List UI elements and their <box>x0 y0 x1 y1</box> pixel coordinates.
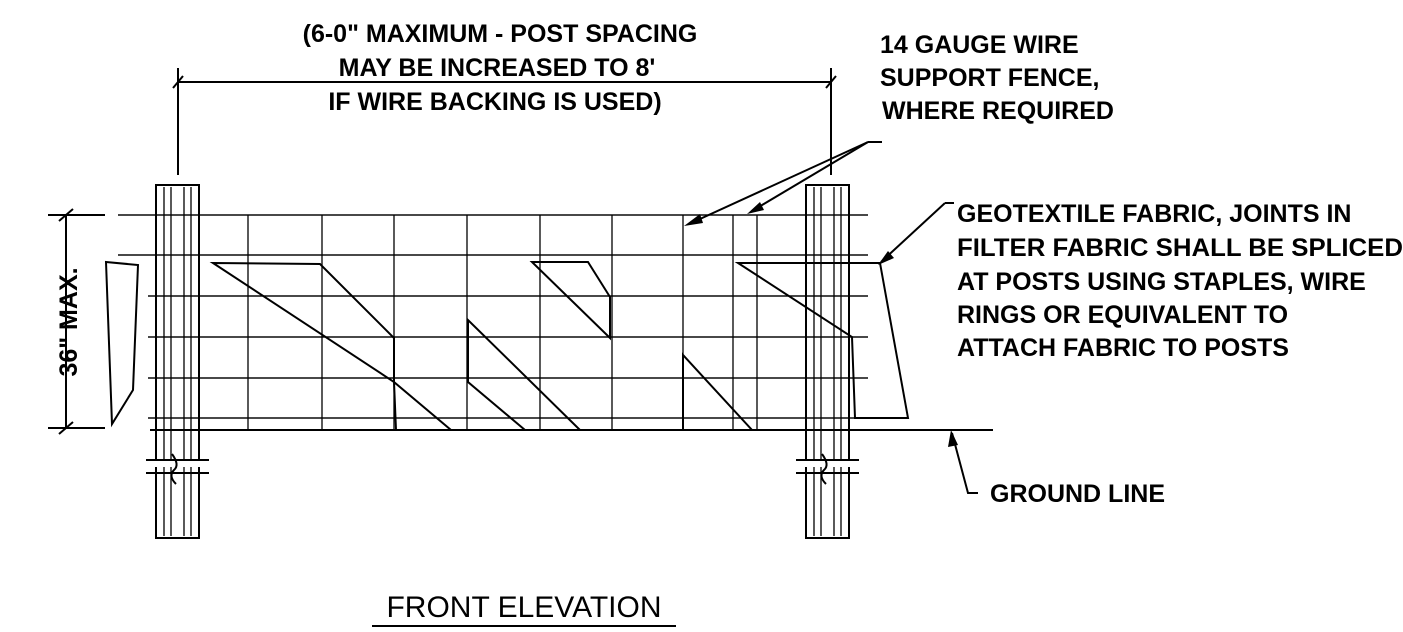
svg-text:WHERE REQUIRED: WHERE REQUIRED <box>882 97 1114 125</box>
fabric-leader <box>878 202 954 265</box>
post-spacing-dimension <box>172 68 837 175</box>
svg-text:IF WIRE BACKING IS USED): IF WIRE BACKING IS USED) <box>328 88 661 116</box>
svg-text:(6-0" MAXIMUM - POST SPACING: (6-0" MAXIMUM - POST SPACING <box>303 20 698 48</box>
fabric-patch <box>104 260 140 428</box>
svg-text:AT POSTS USING STAPLES, WIRE: AT POSTS USING STAPLES, WIRE <box>957 268 1366 296</box>
left-post <box>146 184 209 539</box>
svg-text:MAY BE INCREASED TO 8': MAY BE INCREASED TO 8' <box>339 54 656 82</box>
wire-note: 14 GAUGE WIRE SUPPORT FENCE, WHERE REQUI… <box>880 31 1114 125</box>
svg-text:SUPPORT FENCE,: SUPPORT FENCE, <box>880 64 1099 92</box>
svg-text:FILTER FABRIC SHALL BE SPLICED: FILTER FABRIC SHALL BE SPLICED <box>957 234 1403 262</box>
svg-text:14 GAUGE WIRE: 14 GAUGE WIRE <box>880 31 1079 59</box>
fabric-patch <box>529 261 611 341</box>
wire-leader <box>684 141 882 226</box>
page-title: FRONT ELEVATION <box>386 591 661 624</box>
height-dimension: 36" MAX. <box>48 208 105 435</box>
spacing-note: (6-0" MAXIMUM - POST SPACING MAY BE INCR… <box>303 20 698 116</box>
right-post <box>796 184 859 539</box>
geotextile-fabric <box>104 260 910 431</box>
svg-text:ATTACH FABRIC TO POSTS: ATTACH FABRIC TO POSTS <box>957 334 1289 362</box>
fabric-note: GEOTEXTILE FABRIC, JOINTS IN FILTER FABR… <box>957 200 1403 362</box>
ground-line-label: GROUND LINE <box>990 480 1165 508</box>
height-dimension-label: 36" MAX. <box>55 267 83 376</box>
ground-leader <box>948 430 978 494</box>
drawing-title: FRONT ELEVATION <box>372 591 676 627</box>
fence-wires-over-posts <box>118 214 868 419</box>
svg-text:GEOTEXTILE FABRIC, JOINTS IN: GEOTEXTILE FABRIC, JOINTS IN <box>957 200 1351 228</box>
svg-text:RINGS OR EQUIVALENT TO: RINGS OR EQUIVALENT TO <box>957 301 1288 329</box>
fabric-patch <box>682 352 755 431</box>
wire-support-fence <box>118 214 868 430</box>
fabric-patch <box>209 261 454 431</box>
fabric-patch <box>734 262 910 419</box>
